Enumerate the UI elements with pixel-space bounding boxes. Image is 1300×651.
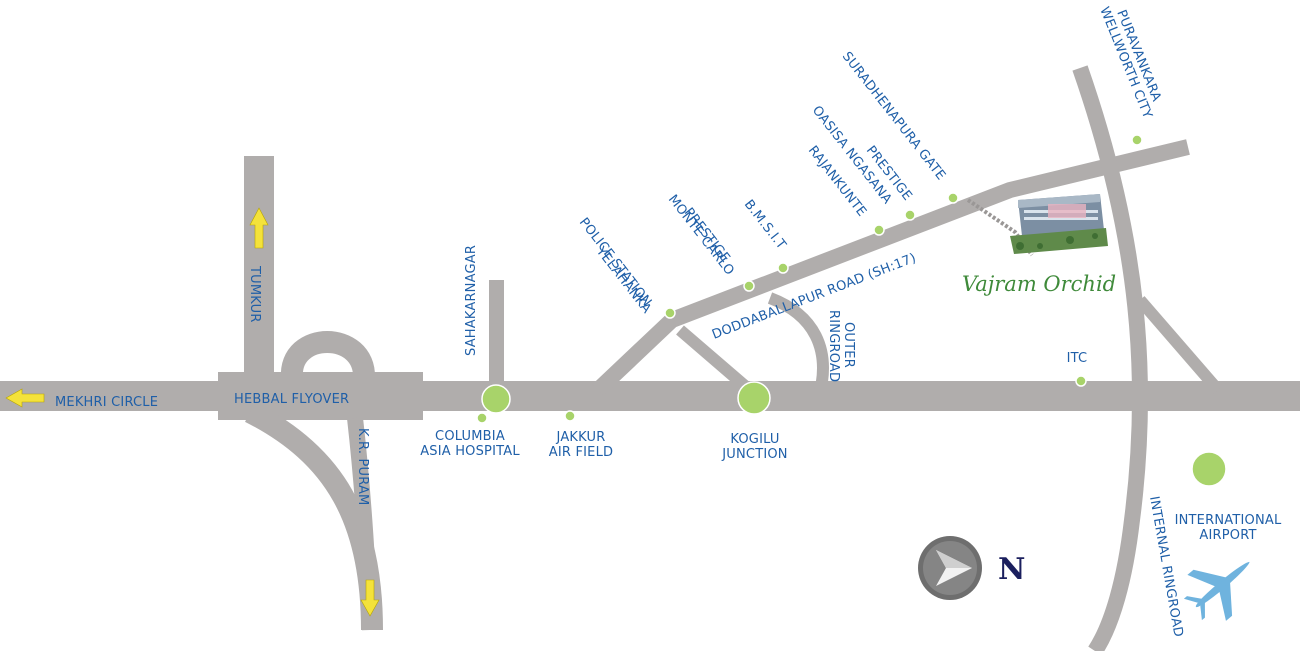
sahakarnagar-road bbox=[489, 280, 504, 384]
doddaballapur-road bbox=[592, 139, 1190, 396]
columbia-label-2: ASIA HOSPITAL bbox=[420, 444, 520, 459]
prestige-monte-label-2: MONTE CARLO bbox=[665, 192, 737, 278]
kogilu-connector bbox=[676, 325, 756, 397]
landmark-dots bbox=[476, 134, 1227, 487]
jakkur-label-1: JAKKUR bbox=[556, 430, 606, 445]
bmsit-dot bbox=[777, 262, 789, 274]
north-label: N bbox=[998, 552, 1025, 587]
building-icon bbox=[1010, 194, 1108, 254]
yelahanka-dot bbox=[664, 307, 676, 319]
oasis-dot bbox=[904, 209, 916, 221]
columbia-label-1: COLUMBIA bbox=[435, 429, 505, 444]
outer-ringroad-label-1: OUTER bbox=[841, 322, 856, 368]
kr-puram-label: K.R. PURAM bbox=[355, 428, 370, 505]
tumkur-label: TUMKUR bbox=[247, 265, 262, 323]
itc-label: ITC bbox=[1067, 351, 1088, 366]
rotated-labels: TUMKUR K.R. PURAM SAHAKARNAGAR YELAHANKA… bbox=[247, 5, 1186, 638]
monte-carlo-dot bbox=[743, 280, 755, 292]
bmsit-label: B.M.S.I.T bbox=[741, 197, 789, 252]
horizontal-labels: MEKHRI CIRCLE HEBBAL FLYOVER COLUMBIA AS… bbox=[55, 351, 1282, 543]
arrow-left-icon bbox=[5, 388, 45, 408]
airport-label-2: AIRPORT bbox=[1199, 528, 1256, 543]
arrow-down-icon bbox=[360, 579, 380, 617]
jakkur-label-2: AIR FIELD bbox=[549, 445, 613, 460]
main-highway bbox=[0, 381, 1300, 411]
itc-dot bbox=[1075, 375, 1087, 387]
vajram-orchid-label: Vajram Orchid bbox=[962, 272, 1116, 296]
mekhri-circle-label: MEKHRI CIRCLE bbox=[55, 395, 158, 410]
kogilu-dot bbox=[737, 381, 771, 415]
airport-dot bbox=[1191, 451, 1227, 487]
jakkur-dot bbox=[564, 410, 576, 422]
outer-ringroad-label-2: RINGROAD bbox=[826, 310, 841, 382]
north-compass-icon bbox=[918, 536, 982, 600]
hebbal-flyover-label: HEBBAL FLYOVER bbox=[234, 392, 349, 407]
sahakarnagar-junction-dot bbox=[481, 384, 511, 414]
kogilu-label-1: KOGILU bbox=[730, 432, 779, 447]
flyover-loop bbox=[280, 331, 375, 379]
kogilu-label-2: JUNCTION bbox=[721, 447, 787, 462]
internal-ringroad bbox=[1072, 65, 1149, 651]
arrow-up-icon bbox=[249, 207, 269, 249]
airplane-icon bbox=[1183, 561, 1250, 621]
airport-label-1: INTERNATIONAL bbox=[1175, 513, 1282, 528]
puravankara-dot bbox=[1131, 134, 1143, 146]
airport-link-road bbox=[1135, 296, 1223, 394]
tumkur-road bbox=[244, 156, 274, 382]
yelahanka-label-2: POLICE STATION bbox=[576, 215, 654, 309]
columbia-dot bbox=[476, 412, 488, 424]
rajankunte-dot bbox=[873, 224, 885, 236]
suradhenapura-dot bbox=[947, 192, 959, 204]
sahakarnagar-label: SAHAKARNAGAR bbox=[464, 245, 479, 356]
yellow-arrow-icon bbox=[5, 207, 380, 617]
outer-ringroad bbox=[767, 292, 829, 394]
road-network bbox=[0, 65, 1300, 651]
